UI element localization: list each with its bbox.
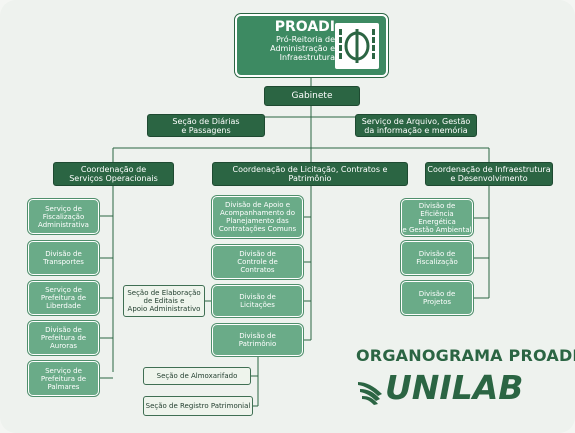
unilab-brand-text: UNILAB bbox=[385, 368, 524, 407]
unilab-emblem-icon bbox=[335, 23, 379, 69]
secao-almoxarifado: Seção de Almoxarifado bbox=[143, 367, 251, 385]
coordenacao-licitacao-box: Coordenação de Licitação, Contratos e Pa… bbox=[212, 162, 408, 186]
coordenacao-operacionais-box: Coordenação de Serviços Operacionais bbox=[53, 162, 174, 186]
unit-divisao-projetos: Divisão de Projetos bbox=[401, 281, 473, 315]
proadi-header-box: PROADI Pró-Reitoria de Administração e I… bbox=[235, 14, 388, 77]
unit-prefeitura-auroras: Divisão de Prefeitura de Auroras bbox=[28, 321, 99, 355]
unit-divisao-transportes: Divisão de Transportes bbox=[28, 241, 99, 275]
unilab-wings-logo-icon bbox=[358, 382, 382, 405]
gabinete-box: Gabinete bbox=[264, 86, 360, 106]
unit-controle-contratos: Divisão de Controle de Contratos bbox=[212, 245, 303, 279]
proadi-title: PROADI bbox=[274, 19, 335, 35]
unit-fiscalizacao-administrativa: Serviço de Fiscalização Administrativa bbox=[28, 199, 99, 234]
servico-arquivo-box: Serviço de Arquivo, Gestão da informação… bbox=[355, 114, 477, 137]
unit-prefeitura-palmares: Serviço de Prefeitura de Palmares bbox=[28, 361, 99, 396]
secao-diarias-box: Seção de Diárias e Passagens bbox=[147, 114, 265, 137]
proadi-subtitle: Pró-Reitoria de Administração e Infraest… bbox=[270, 35, 335, 62]
organograma-title: ORGANOGRAMA PROADI bbox=[356, 346, 575, 365]
unit-divisao-patrimonio: Divisão de Patrimônio bbox=[212, 324, 303, 356]
proadi-header-text: PROADI Pró-Reitoria de Administração e I… bbox=[259, 19, 335, 63]
unit-prefeitura-liberdade: Serviço de Prefeitura de Liberdade bbox=[28, 281, 99, 315]
unit-divisao-fiscalizacao: Divisão de Fiscalização bbox=[401, 241, 473, 275]
unit-divisao-apoio-planejamento: Divisão de Apoio e Acompanhamento do Pla… bbox=[212, 196, 303, 238]
secao-registro-patrimonial: Seção de Registro Patrimonial bbox=[143, 396, 253, 416]
coordenacao-infraestrutura-box: Coordenação de Infraestrutura e Desenvol… bbox=[425, 162, 553, 186]
secao-elaboracao-editais: Seção de Elaboração de Editais e Apoio A… bbox=[123, 285, 205, 317]
unit-divisao-licitacoes: Divisão de Licitações bbox=[212, 285, 303, 317]
unit-eficiencia-energetica: Divisão de Eficiência Energética e Gestã… bbox=[401, 199, 473, 236]
